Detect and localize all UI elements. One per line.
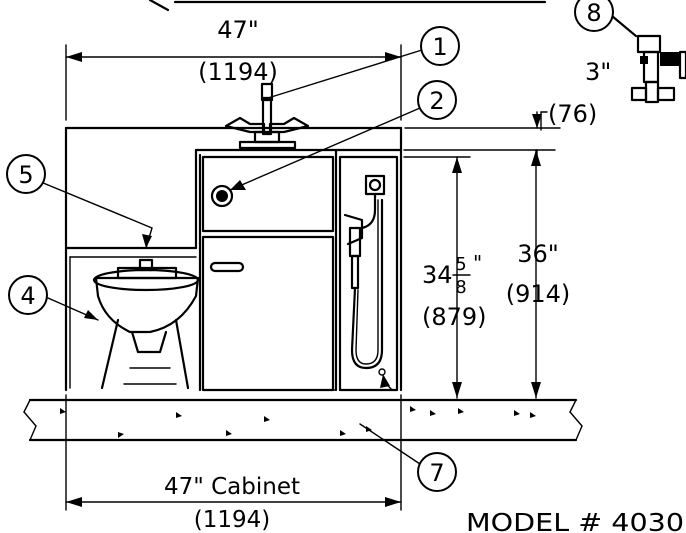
toilet-icon: [92, 258, 200, 390]
gap-dimension: [404, 111, 561, 161]
counter-height-denominator: 8: [455, 277, 466, 298]
bottom-width-dimension: [65, 394, 402, 511]
callout-8-circle: [574, 0, 614, 32]
total-height-mm-label: (914): [506, 280, 571, 308]
callout-8-label: 8: [586, 0, 601, 27]
counter-height-dimension: [403, 156, 471, 399]
counter-height-numerator: 5: [455, 254, 466, 275]
hose-sprayer-icon: [343, 174, 386, 370]
callout-4-arrow: [84, 310, 98, 320]
counter-height-mm-label: (879): [422, 303, 487, 331]
gap-mm-label: (76): [548, 100, 597, 128]
valve-icon: [610, 14, 686, 104]
callout-1-label: 1: [432, 33, 447, 61]
total-height-label: 36": [517, 240, 559, 268]
door-handle-icon: [209, 261, 245, 273]
callout-2-arrow: [230, 180, 246, 190]
callout-7-leader-b: [359, 423, 421, 465]
callout-4-circle: [8, 275, 48, 315]
bottom-width-mm-label: (1194): [194, 507, 270, 533]
top-width-label: 47": [217, 16, 259, 44]
total-height-dimension: [403, 149, 556, 399]
callout-2-label: 2: [429, 87, 444, 115]
callout-7-circle: [417, 452, 457, 492]
callout-5-leader: [35, 179, 153, 249]
hook-icon: [378, 368, 386, 376]
top-width-dimension: [65, 44, 402, 121]
callout-2-leader: [229, 107, 421, 191]
faucet-icon: [224, 82, 310, 150]
cabinet-outline: [64, 126, 403, 392]
callout-7-label: 7: [429, 459, 444, 487]
callout-5-label: 5: [18, 161, 33, 189]
drain-button-core: [216, 190, 228, 202]
floor-section: [23, 398, 583, 442]
callout-7-arrow: [380, 374, 390, 388]
model-number-label: MODEL # 4030: [466, 508, 684, 533]
callout-1-circle: [420, 26, 460, 66]
top-edge-tick: [148, 0, 170, 12]
callout-4-label: 4: [20, 282, 35, 310]
callout-5-circle: [6, 154, 46, 194]
callout-5-arrow: [142, 234, 152, 248]
counter-height-whole: 34: [422, 261, 453, 289]
bottom-width-label: 47" Cabinet: [164, 474, 300, 500]
callout-2-circle: [417, 80, 457, 120]
drain-button-icon: [210, 184, 234, 208]
callout-1-leader: [267, 49, 423, 99]
top-width-mm-label: (1194): [198, 58, 278, 86]
gap-label: 3": [585, 58, 611, 86]
counter-height-unit: ": [473, 251, 482, 275]
